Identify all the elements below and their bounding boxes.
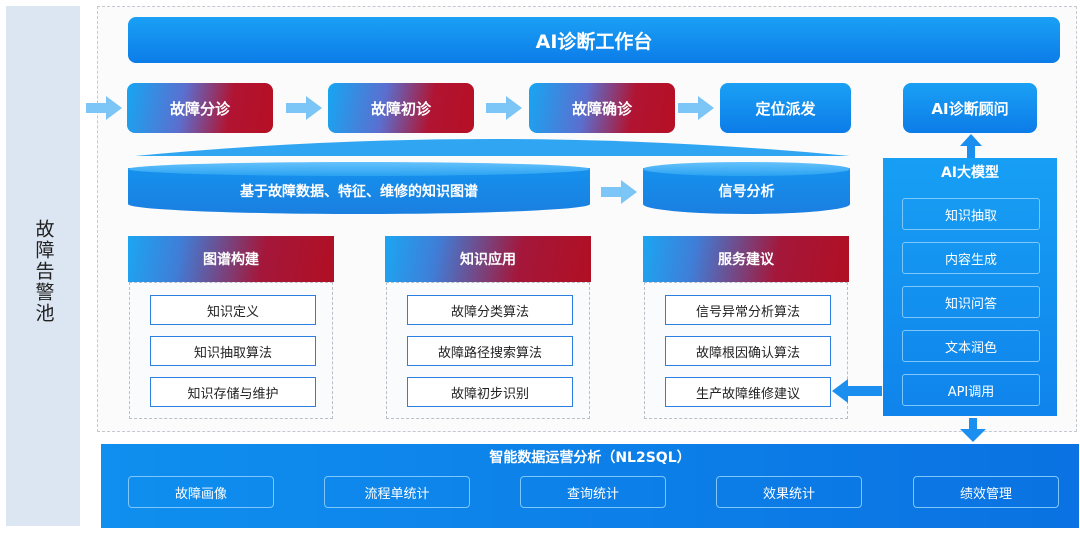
list-item: 故障路径搜索算法 — [407, 336, 573, 366]
list-item: 故障根因确认算法 — [665, 336, 831, 366]
knowledge-graph-cylinder: 基于故障数据、特征、维修的知识图谱 — [128, 162, 590, 214]
signal-analysis-cylinder: 信号分析 — [643, 162, 850, 214]
list-item: 信号异常分析算法 — [665, 295, 831, 325]
entry-arrow-icon — [86, 96, 122, 120]
column-head-service-advice: 服务建议 — [643, 236, 849, 282]
ai-advisor-box: AI诊断顾问 — [903, 83, 1037, 133]
column-head-knowledge-apply: 知识应用 — [385, 236, 591, 282]
up-arrow-icon — [960, 134, 982, 158]
step-locate-dispatch: 定位派发 — [720, 83, 851, 133]
ai-model-item: API调用 — [902, 374, 1040, 406]
signal-analysis-label: 信号分析 — [718, 184, 775, 200]
fault-alarm-pool: 故障告警池 — [6, 6, 80, 526]
column-box-graph-build: 知识定义 知识抽取算法 知识存储与维护 — [129, 282, 333, 419]
list-item: 生产故障维修建议 — [665, 377, 831, 407]
step-initial-diagnosis: 故障初诊 — [328, 83, 474, 133]
step-confirmed-diagnosis: 故障确诊 — [529, 83, 675, 133]
ops-analysis-panel: 智能数据运营分析（NL2SQL） 故障画像 流程单统计 查询统计 效果统计 绩效… — [101, 444, 1079, 528]
list-item: 故障分类算法 — [407, 295, 573, 325]
knowledge-graph-label: 基于故障数据、特征、维修的知识图谱 — [240, 184, 478, 200]
ai-model-item: 内容生成 — [902, 242, 1040, 274]
column-box-service-advice: 信号异常分析算法 故障根因确认算法 生产故障维修建议 — [644, 282, 848, 419]
ops-item: 故障画像 — [128, 476, 274, 508]
ops-item: 效果统计 — [716, 476, 862, 508]
ai-to-advice-arrow-icon — [832, 379, 882, 403]
step-arrow-icon — [486, 96, 522, 120]
ai-model-item: 知识抽取 — [902, 198, 1040, 230]
column-head-graph-build: 图谱构建 — [128, 236, 334, 282]
step-triage: 故障分诊 — [127, 83, 273, 133]
list-item: 故障初步识别 — [407, 377, 573, 407]
step-arrow-icon — [678, 96, 714, 120]
down-arrow-icon — [960, 418, 986, 442]
list-item: 知识存储与维护 — [150, 377, 316, 407]
ops-analysis-title: 智能数据运营分析（NL2SQL） — [489, 450, 691, 466]
kg-to-signal-arrow-icon — [601, 180, 637, 204]
step-arrow-icon — [286, 96, 322, 120]
ops-item: 流程单统计 — [324, 476, 470, 508]
column-box-knowledge-apply: 故障分类算法 故障路径搜索算法 故障初步识别 — [386, 282, 590, 419]
ops-item: 绩效管理 — [913, 476, 1059, 508]
ai-model-panel: AI大模型 知识抽取 内容生成 知识问答 文本润色 API调用 — [883, 158, 1057, 416]
fault-alarm-pool-label: 故障告警池 — [32, 218, 55, 324]
ops-item: 查询统计 — [520, 476, 666, 508]
list-item: 知识抽取算法 — [150, 336, 316, 366]
list-item: 知识定义 — [150, 295, 316, 325]
ai-model-item: 知识问答 — [902, 286, 1040, 318]
workbench-title: AI诊断工作台 — [128, 17, 1060, 63]
process-base-lens — [135, 134, 850, 158]
ai-model-title: AI大模型 — [940, 165, 1000, 181]
ai-model-item: 文本润色 — [902, 330, 1040, 362]
